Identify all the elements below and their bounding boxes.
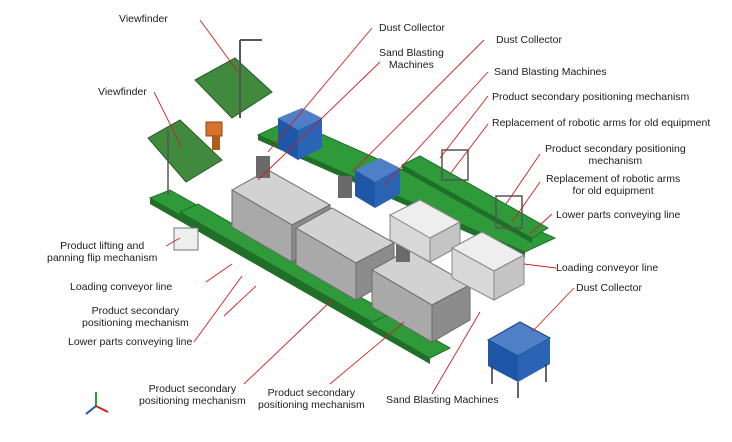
product-lift-flip-box — [173, 227, 199, 251]
label-replacement-robotic-arms-1: Replacement of robotic arms for old equi… — [492, 117, 711, 129]
label-viewfinder-left: Viewfinder — [98, 86, 147, 98]
label-lower-parts-conveying-left: Lower parts conveying line — [68, 336, 193, 348]
label-loading-conveyor-left: Loading conveyor line — [70, 281, 173, 293]
dust-collector-standalone — [486, 321, 552, 398]
old-equipment-cabinet-2 — [450, 231, 526, 301]
positioning-frame-1 — [441, 149, 469, 181]
label-lower-parts-conveying-right: Lower parts conveying line — [556, 209, 681, 221]
label-dust-collector-2: Dust Collector — [496, 34, 562, 46]
label-loading-conveyor-right: Loading conveyor line — [556, 262, 659, 274]
old-equipment-cabinet-1 — [388, 199, 462, 263]
sand-blasting-machine-3 — [370, 240, 472, 343]
label-product-secondary-positioning-1: Product secondary positioning mechanism — [492, 91, 690, 103]
label-viewfinder-top: Viewfinder — [119, 13, 168, 25]
label-sand-blasting-2: Sand Blasting Machines — [494, 66, 607, 78]
robot-arm — [205, 121, 223, 150]
leader-lines — [153, 19, 575, 395]
positioning-frame-2 — [495, 195, 523, 229]
axis-triad-icon — [85, 392, 109, 415]
label-sand-blasting-bottom: Sand Blasting Machines — [386, 394, 499, 406]
dust-collector-middle — [355, 158, 400, 208]
dust-collector-top — [278, 108, 322, 160]
label-dust-collector-3: Dust Collector — [576, 282, 642, 294]
label-dust-collector-1: Dust Collector — [379, 22, 445, 34]
sand-blasting-machine-2 — [294, 176, 396, 301]
viewfinder-top — [194, 39, 273, 119]
viewfinder-left — [147, 119, 223, 195]
right-conveyor — [400, 155, 549, 243]
